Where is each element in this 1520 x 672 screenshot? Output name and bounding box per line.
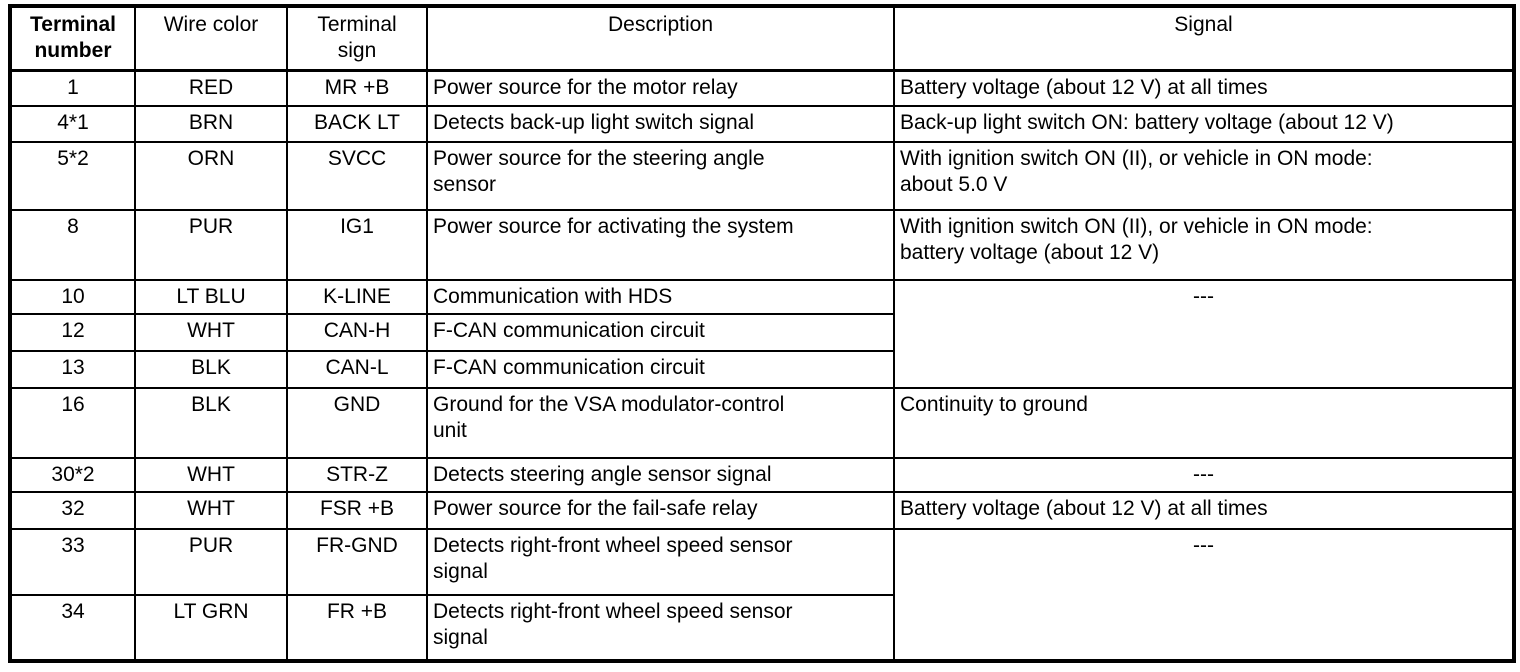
description-cell: Detects right-front wheel speed sensor s… <box>426 594 895 662</box>
description-cell: Detects back-up light switch signal <box>426 105 895 143</box>
terminal-sign-cell: STR-Z <box>286 457 428 493</box>
wire-color-cell: RED <box>134 69 288 107</box>
terminal-sign-cell: SVCC <box>286 141 428 211</box>
terminal-number-cell: 16 <box>9 387 136 459</box>
terminal-number-cell: 33 <box>9 528 136 596</box>
terminal-sign-header: Terminal sign <box>286 5 428 72</box>
signal-cell: Back-up light switch ON: battery voltage… <box>893 105 1515 143</box>
wire-color-cell: BRN <box>134 105 288 143</box>
signal-cell: With ignition switch ON (II), or vehicle… <box>893 141 1515 211</box>
terminal-number-header: Terminal number <box>9 5 136 72</box>
wire-color-cell: ORN <box>134 141 288 211</box>
signal-cell: Battery voltage (about 12 V) at all time… <box>893 69 1515 107</box>
signal-cell: --- <box>893 279 1515 389</box>
wire-color-cell: PUR <box>134 528 288 596</box>
terminal-sign-cell: FSR +B <box>286 491 428 530</box>
signal-cell: Battery voltage (about 12 V) at all time… <box>893 491 1515 530</box>
wire-color-cell: BLK <box>134 350 288 389</box>
signal-header: Signal <box>893 5 1515 72</box>
signal-cell: Continuity to ground <box>893 387 1515 459</box>
terminal-sign-cell: IG1 <box>286 209 428 281</box>
description-cell: F-CAN communication circuit <box>426 350 895 389</box>
wire-color-cell: LT GRN <box>134 594 288 662</box>
wire-color-header: Wire color <box>134 5 288 72</box>
terminal-sign-cell: BACK LT <box>286 105 428 143</box>
terminal-sign-cell: FR-GND <box>286 528 428 596</box>
terminal-number-cell: 12 <box>9 313 136 352</box>
wire-color-cell: BLK <box>134 387 288 459</box>
signal-cell: With ignition switch ON (II), or vehicle… <box>893 209 1515 281</box>
description-cell: Power source for the fail-safe relay <box>426 491 895 530</box>
terminal-number-cell: 8 <box>9 209 136 281</box>
description-cell: Ground for the VSA modulator-control uni… <box>426 387 895 459</box>
description-cell: F-CAN communication circuit <box>426 313 895 352</box>
description-cell: Detects right-front wheel speed sensor s… <box>426 528 895 596</box>
terminal-sign-cell: K-LINE <box>286 279 428 315</box>
terminal-number-cell: 13 <box>9 350 136 389</box>
terminal-sign-cell: FR +B <box>286 594 428 662</box>
description-header: Description <box>426 5 895 72</box>
terminal-sign-cell: MR +B <box>286 69 428 107</box>
terminal-number-cell: 10 <box>9 279 136 315</box>
description-cell: Power source for the steering angle sens… <box>426 141 895 211</box>
terminal-sign-cell: CAN-L <box>286 350 428 389</box>
terminal-number-cell: 34 <box>9 594 136 662</box>
signal-cell: --- <box>893 528 1515 662</box>
terminal-number-cell: 30*2 <box>9 457 136 493</box>
description-cell: Communication with HDS <box>426 279 895 315</box>
description-cell: Detects steering angle sensor signal <box>426 457 895 493</box>
description-cell: Power source for the motor relay <box>426 69 895 107</box>
description-cell: Power source for activating the system <box>426 209 895 281</box>
wire-color-cell: WHT <box>134 491 288 530</box>
wire-color-cell: PUR <box>134 209 288 281</box>
wire-color-cell: WHT <box>134 313 288 352</box>
wire-color-cell: LT BLU <box>134 279 288 315</box>
terminal-number-cell: 1 <box>9 69 136 107</box>
terminal-number-cell: 32 <box>9 491 136 530</box>
signal-cell: --- <box>893 457 1515 493</box>
terminal-sign-cell: CAN-H <box>286 313 428 352</box>
terminal-number-cell: 4*1 <box>9 105 136 143</box>
terminal-number-cell: 5*2 <box>9 141 136 211</box>
terminal-sign-cell: GND <box>286 387 428 459</box>
wire-color-cell: WHT <box>134 457 288 493</box>
